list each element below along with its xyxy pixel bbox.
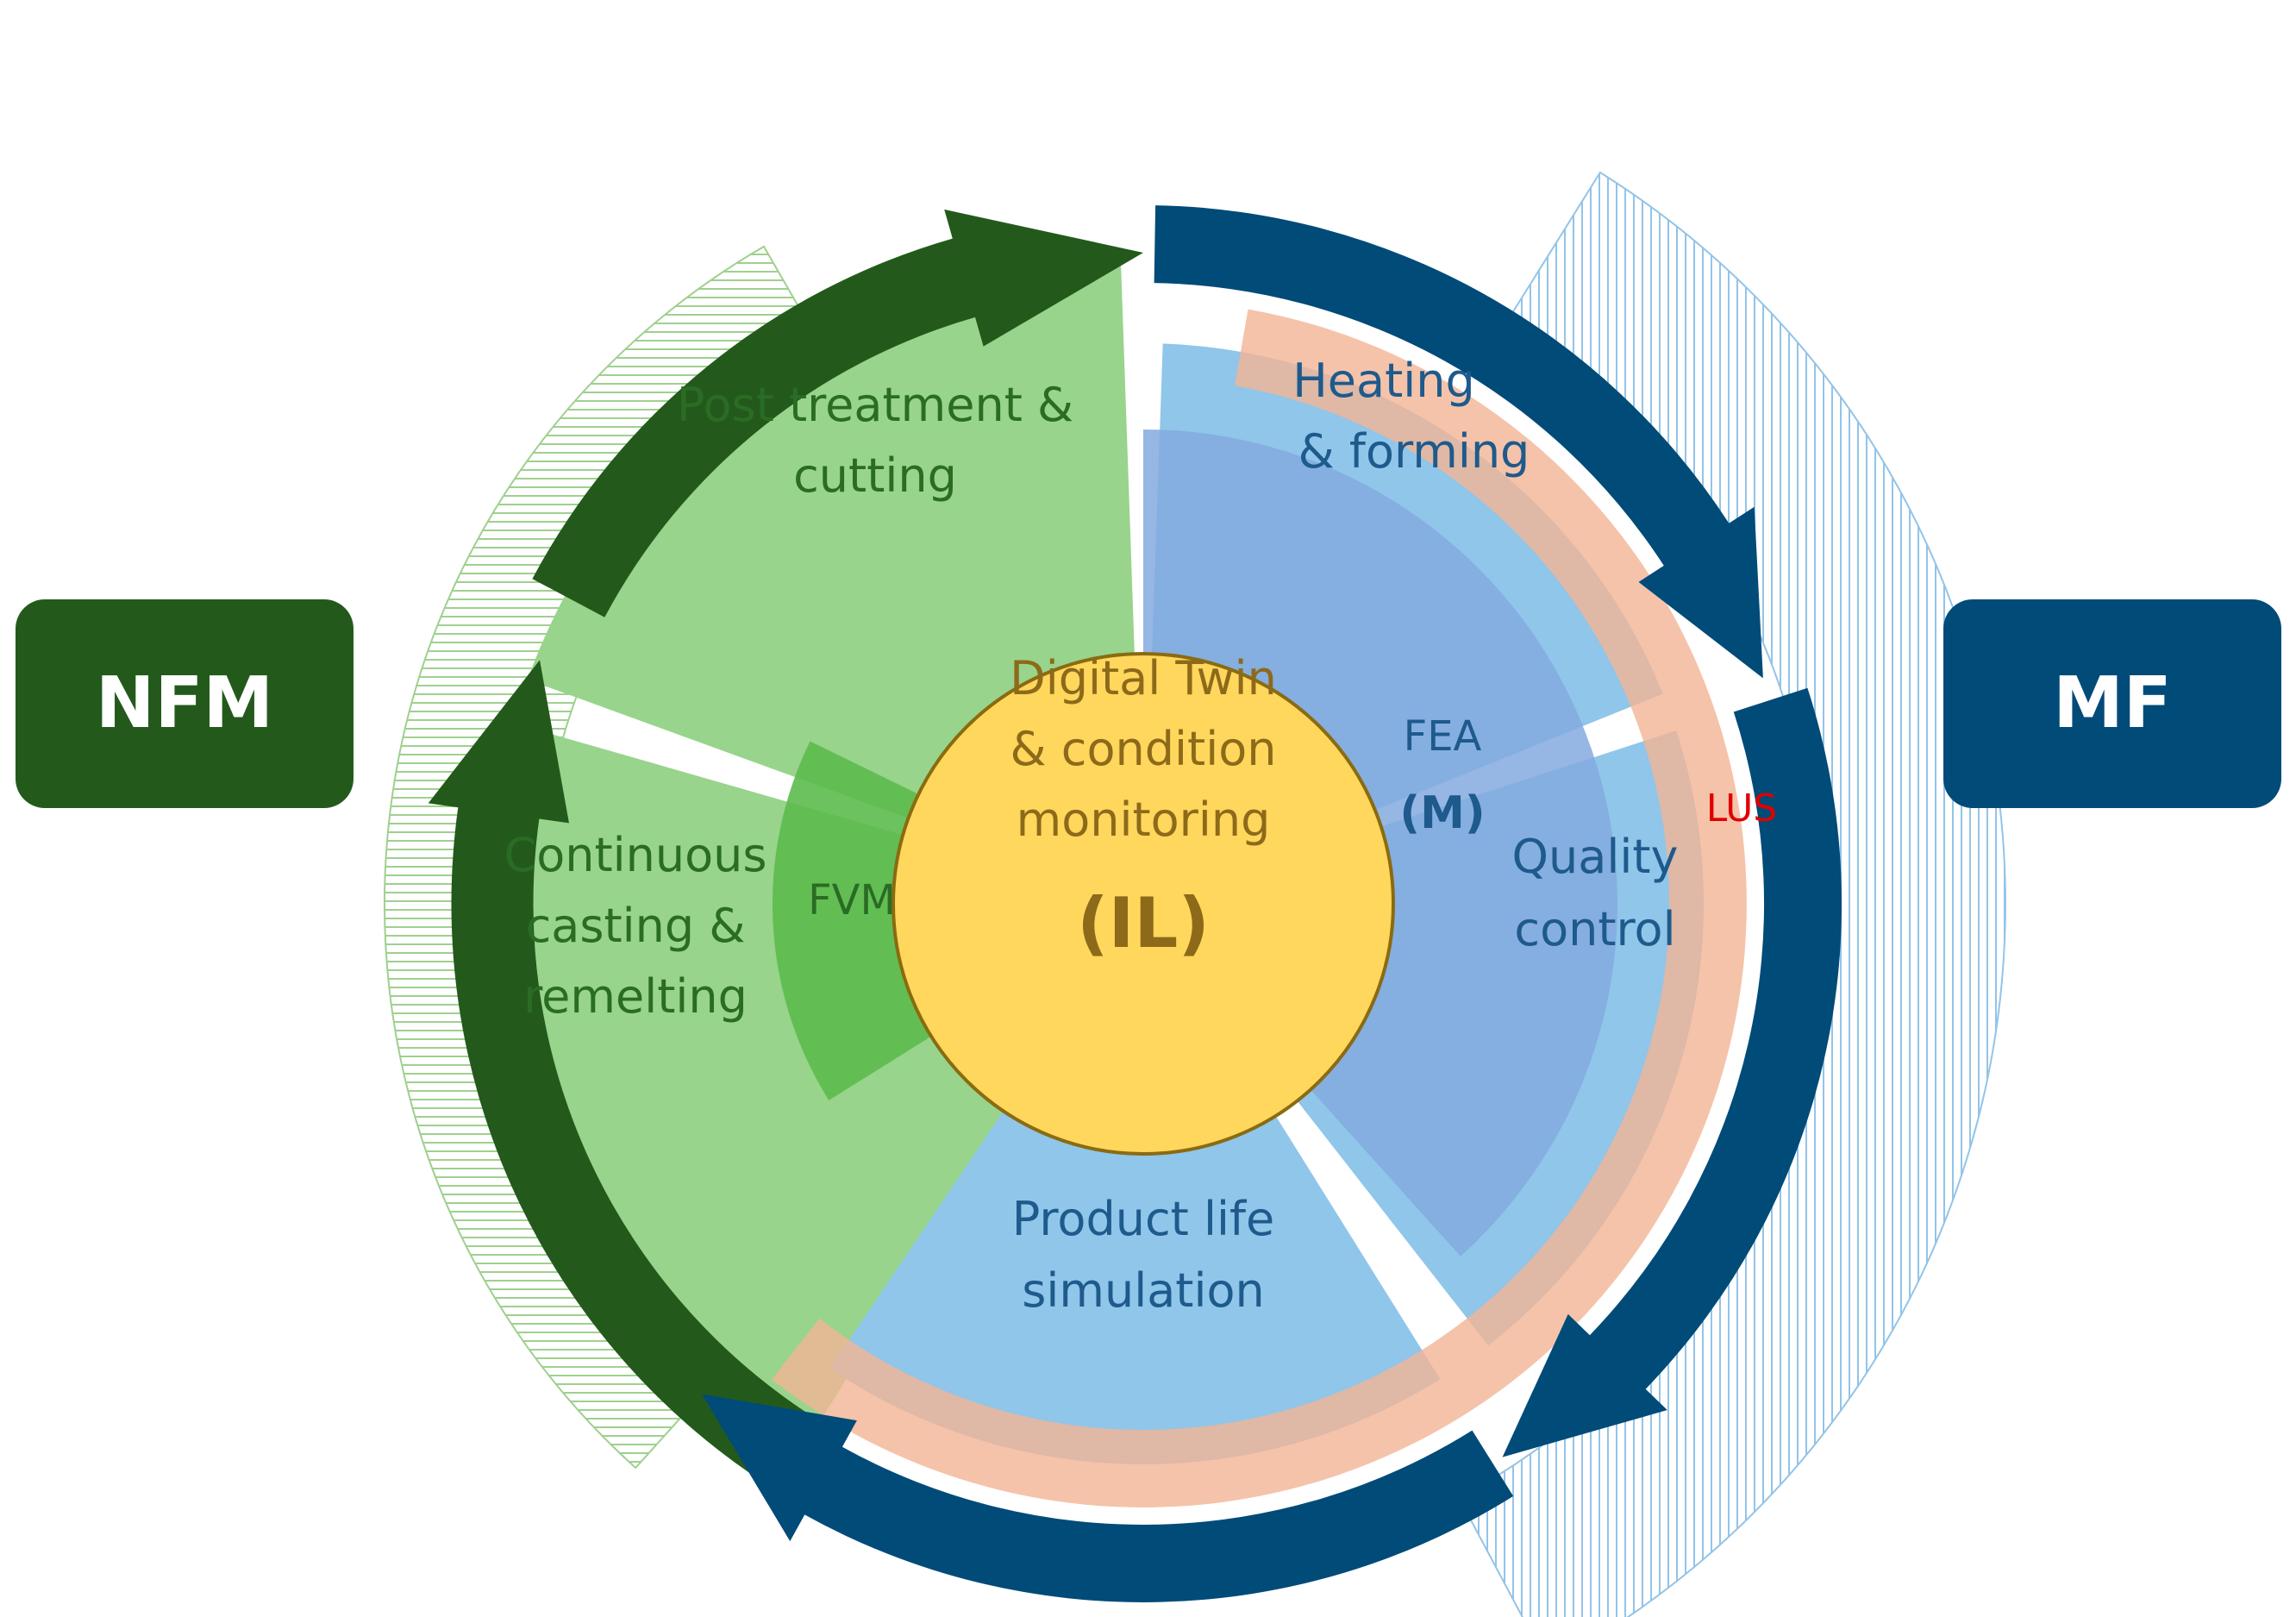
heating-forming-label: Heating & forming [1292,354,1530,479]
heating-forming-line1: Heating [1292,354,1475,408]
digital-twin-line3: monitoring [1017,793,1271,847]
post-treatment-line2: cutting [793,448,957,503]
nfm-box [16,599,353,808]
digital-twin-label: Digital Twin & condition monitoring (IL) [1010,651,1277,963]
fea-model-label: (M) [1399,787,1485,839]
mf-cycle-arrow-icon [1502,687,1842,1457]
nfm-label: NFM [96,662,273,744]
continuous-casting-line1: Continuous [504,828,767,882]
digital-twin-line1: Digital Twin [1010,651,1277,705]
continuous-casting-line2: casting & [526,899,746,953]
post-treatment-label: Post treatment & cutting [677,378,1073,503]
heating-forming-line2: & forming [1298,424,1530,479]
continuous-casting-label: Continuous casting & remelting [504,828,767,1024]
quality-control-line1: Quality [1512,830,1679,884]
mf-cycle-arrow-icon [702,1394,1514,1602]
quality-control-line2: control [1514,902,1675,956]
product-life-line1: Product life [1012,1192,1274,1246]
product-life-label: Product life simulation [1012,1192,1274,1318]
digital-twin-hub [891,652,1395,1156]
product-life-segment [829,904,1441,1464]
product-life-line2: simulation [1022,1263,1265,1318]
fea-label: FEA [1404,712,1482,761]
post-treatment-line1: Post treatment & [677,378,1073,432]
nfm-cycle-arrow-icon [428,660,821,1491]
continuous-casting-line3: remelting [523,969,748,1024]
digital-twin-line2: & condition [1010,722,1277,776]
lus-label: LUS [1706,787,1777,830]
quality-control-label: Quality control [1512,830,1679,956]
fvm-label: FVM [808,876,896,924]
mf-box [1943,599,2281,808]
fvm-band [772,741,939,1100]
nfm-cycle-arrow-icon [532,209,1143,617]
mf-cycle-arrow-icon [1154,205,1763,679]
lus-band [772,309,1747,1507]
digital-twin-line4: (IL) [1077,883,1210,963]
mf-label: MF [2053,662,2172,744]
